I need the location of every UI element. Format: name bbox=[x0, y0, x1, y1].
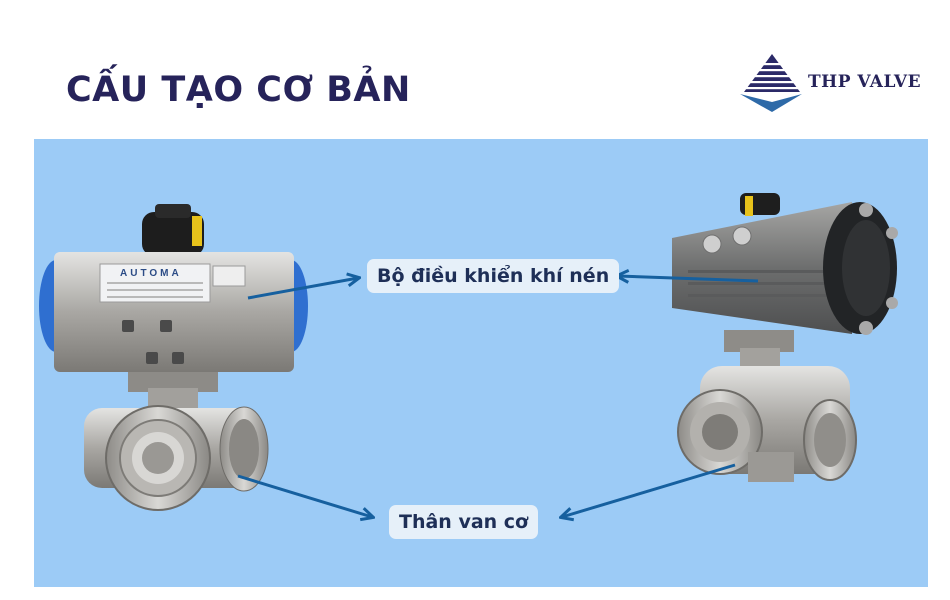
arrows bbox=[237, 276, 759, 517]
right-valve bbox=[672, 193, 898, 482]
arrow-right-body bbox=[562, 463, 736, 517]
logo-mark-icon bbox=[738, 54, 802, 112]
brand-logo: THP VALVE bbox=[738, 52, 938, 114]
actuator-label: Bộ điều khiển khí nén bbox=[367, 259, 620, 293]
left-valve: AUTOMA bbox=[39, 204, 308, 511]
arrow-left-actuator bbox=[247, 278, 358, 300]
arrow-right-actuator bbox=[618, 276, 759, 281]
logo-text: THP VALVE bbox=[808, 72, 922, 92]
brand-plate-text: AUTOMA bbox=[120, 268, 182, 279]
page-title: CẤU TẠO CƠ BẢN bbox=[66, 70, 411, 110]
valve-body-label: Thân van cơ bbox=[389, 505, 539, 539]
arrow-left-body bbox=[237, 474, 372, 517]
